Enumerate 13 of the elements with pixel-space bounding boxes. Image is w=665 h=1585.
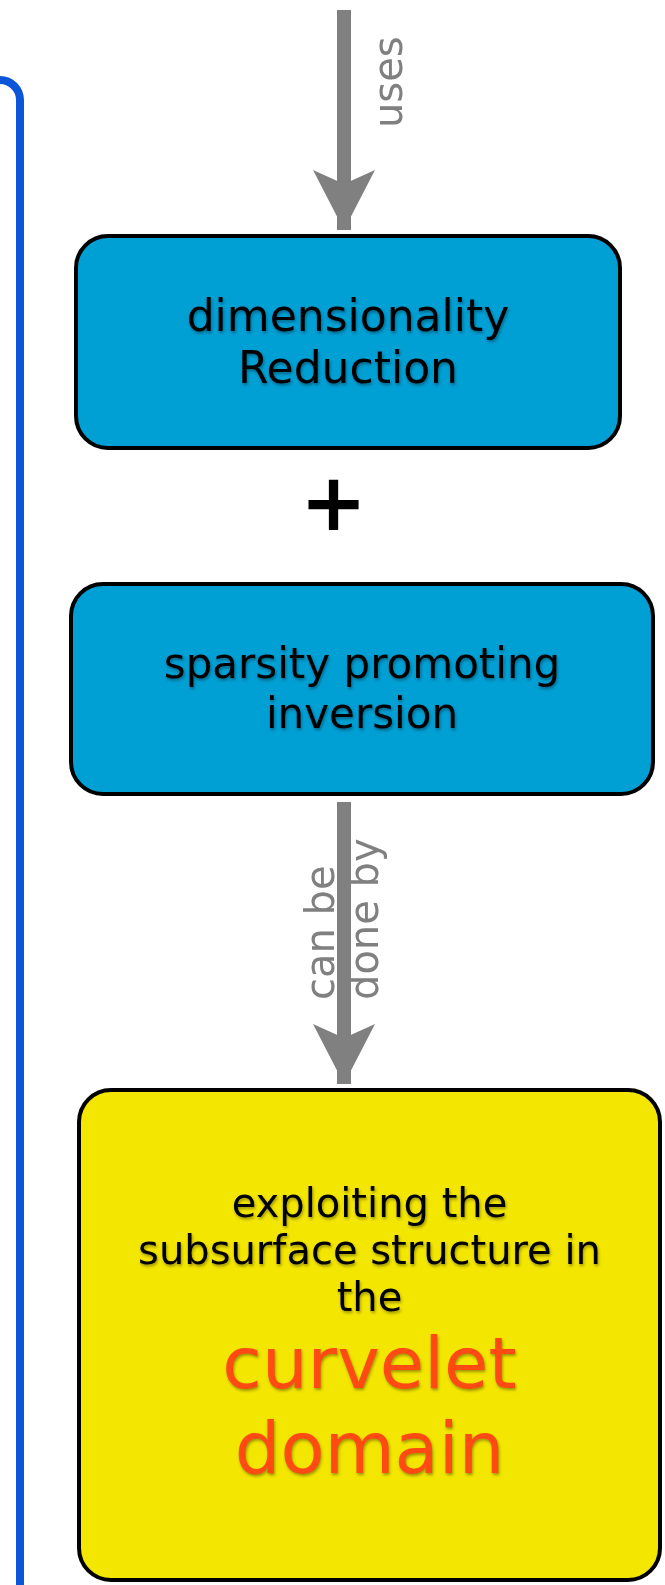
process-box bbox=[69, 582, 655, 796]
edge-label: uses bbox=[366, 36, 410, 128]
highlight-box bbox=[77, 1088, 662, 1582]
highlight-text: curvelet domain bbox=[221, 1320, 518, 1491]
process-box bbox=[74, 234, 622, 450]
arrow bbox=[313, 10, 375, 230]
arrow bbox=[313, 802, 375, 1084]
plus-sign: + bbox=[300, 455, 368, 551]
panel-frame bbox=[0, 76, 24, 1585]
edge-label: can be done by bbox=[298, 837, 386, 1000]
box-text: exploiting the subsurface structure in the bbox=[137, 1179, 602, 1321]
box-text: sparsity promoting inversion bbox=[162, 639, 562, 739]
box-text: dimensionality Reduction bbox=[185, 290, 511, 394]
